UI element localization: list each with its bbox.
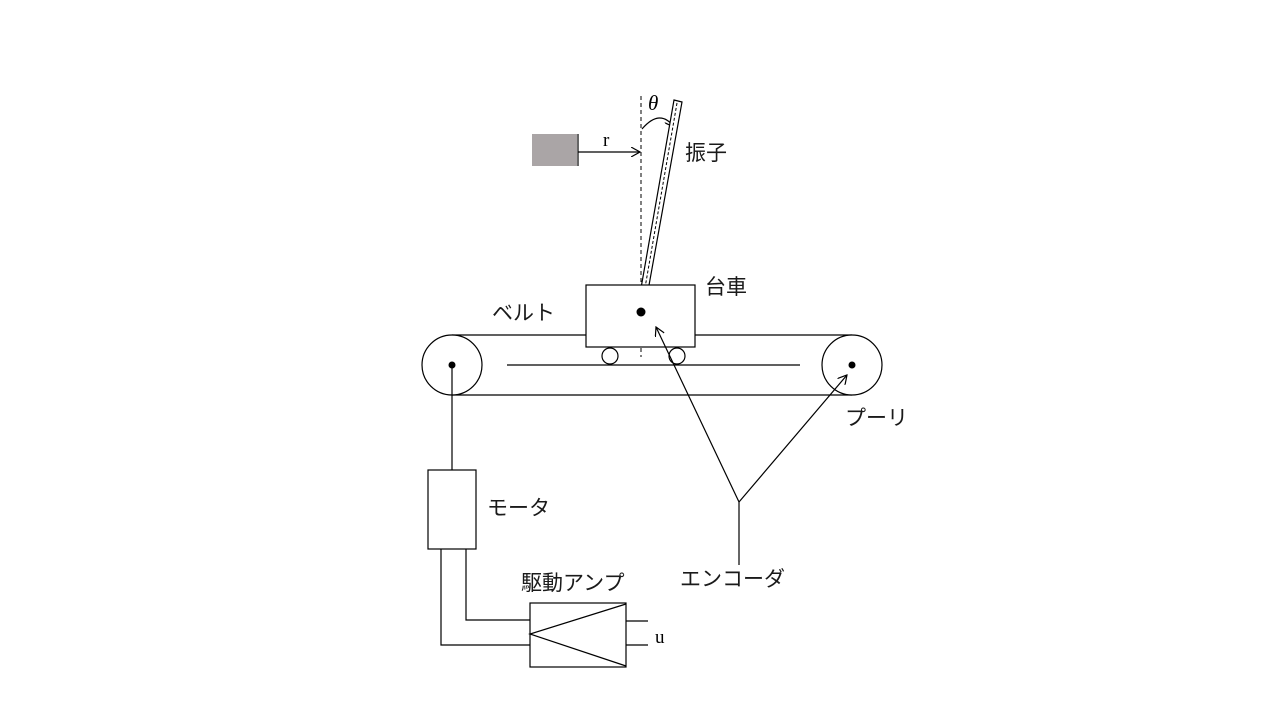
pendulum-pivot — [636, 307, 646, 317]
pulley-label: プーリ — [845, 406, 908, 430]
motor-box — [427, 469, 477, 550]
belt-label: ベルト — [492, 301, 555, 325]
pulley-right-axle — [848, 361, 856, 369]
pendulum-rod-centerline — [640, 102, 678, 312]
amplifier-box — [529, 602, 627, 668]
cart-wheel-right — [668, 347, 686, 365]
encoder-arrow-pulley — [738, 375, 847, 503]
encoder-arrow-cart — [656, 327, 740, 503]
amplifier-symbol — [528, 603, 627, 667]
reference-block — [532, 134, 577, 166]
theta-label: θ — [648, 91, 658, 115]
motor-wire-inner — [465, 549, 530, 621]
pendulum-label: 振子 — [685, 141, 727, 165]
r-label: r — [603, 130, 610, 151]
cart-wheel-left — [601, 347, 619, 365]
amplifier-label: 駆動アンプ — [521, 571, 625, 595]
motor-label: モータ — [487, 496, 550, 520]
u-label: u — [655, 627, 665, 648]
pendulum-rod — [636, 99, 683, 314]
motor-wire-outer — [440, 549, 530, 646]
encoder-label: エンコーダ — [680, 567, 785, 591]
cart-label: 台車 — [705, 275, 747, 299]
